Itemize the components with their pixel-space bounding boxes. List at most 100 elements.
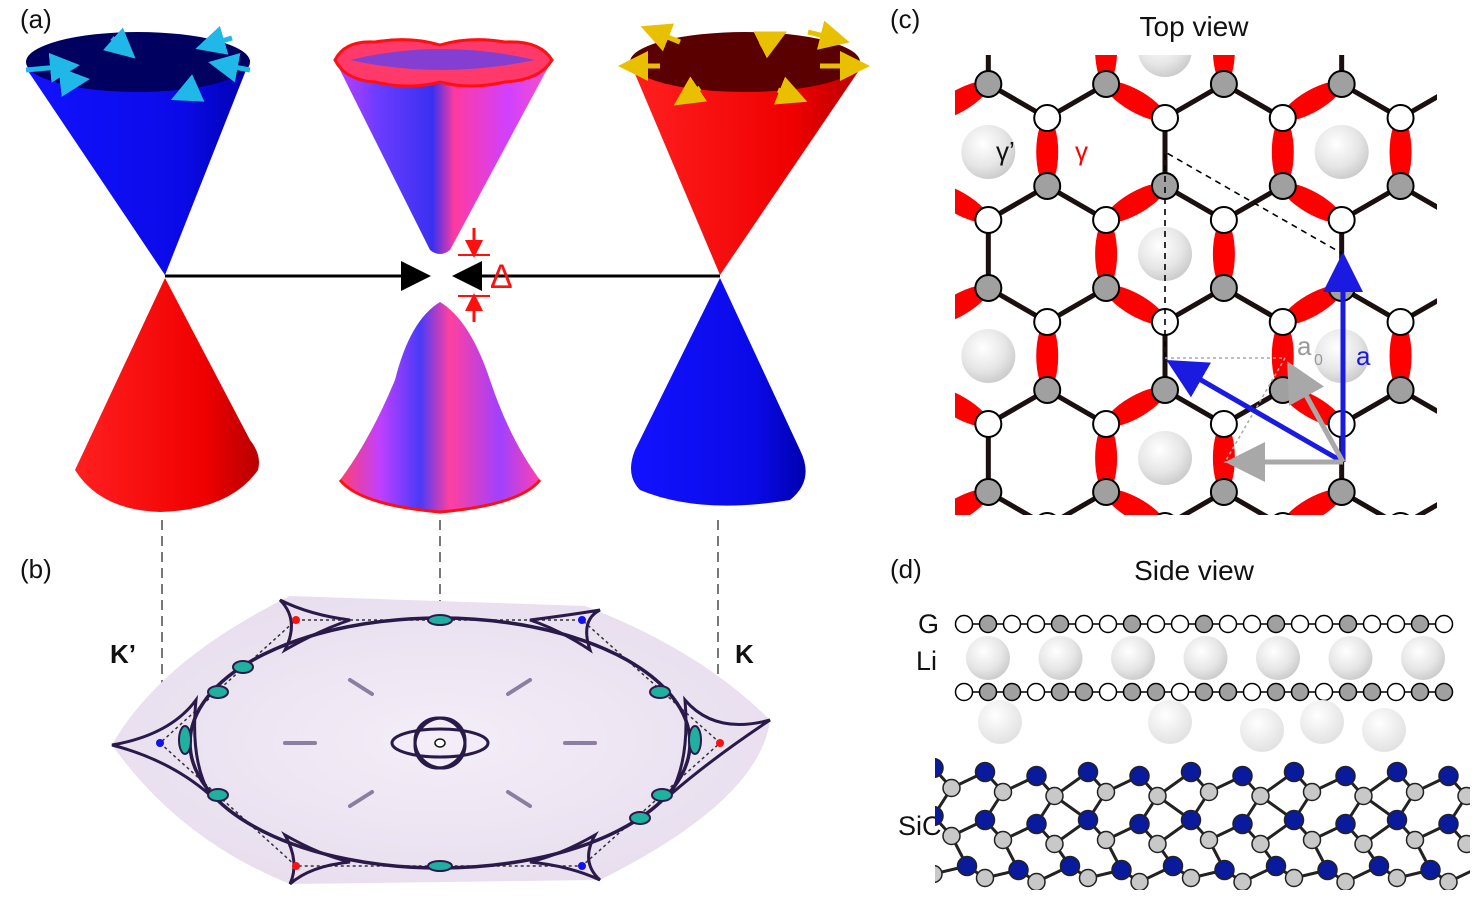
sic-substrate xyxy=(906,757,1470,890)
gamma-bond xyxy=(1282,183,1343,223)
carbon-atom-a xyxy=(916,309,942,335)
silicon-atom xyxy=(1438,765,1459,787)
graphene-atom xyxy=(1242,682,1262,702)
gamma-prime-bond xyxy=(871,492,930,526)
gamma-bond xyxy=(1454,482,1484,535)
layer-g-label: G xyxy=(918,609,939,639)
graphene-atom xyxy=(1362,614,1382,634)
gamma-bond xyxy=(1105,183,1166,223)
carbon-atom-b xyxy=(916,173,942,199)
silicon-atom xyxy=(1129,765,1150,787)
gamma-bond xyxy=(860,424,882,492)
gamma-bond xyxy=(1105,81,1166,121)
graphene-atom xyxy=(1410,682,1430,702)
graphene-atom xyxy=(954,682,974,702)
silicon-atom xyxy=(1368,855,1390,877)
gamma-prime-bond xyxy=(871,288,930,322)
graphene-atom xyxy=(978,682,998,702)
carbon-atom-a xyxy=(858,207,884,233)
silicon-atom xyxy=(1265,855,1287,877)
carbon-atom-a xyxy=(1446,411,1472,437)
graphene-atom xyxy=(1434,682,1454,702)
intensity-hotspots xyxy=(178,614,702,872)
gamma-bond xyxy=(1389,322,1412,390)
graphene-atom xyxy=(1098,682,1118,702)
gamma-bond xyxy=(1212,55,1235,84)
carbon-layer xyxy=(858,3,1472,515)
carbon-sub-atom xyxy=(1199,782,1219,802)
gamma-bond xyxy=(1272,526,1294,594)
carbon-sub-atom xyxy=(1199,830,1219,850)
panel-a-label: (a) xyxy=(20,4,52,34)
spin-arrows-cyan xyxy=(25,25,251,102)
lithium-atom xyxy=(961,125,1016,179)
graphene-atom xyxy=(1146,682,1166,702)
lithium-intercalant xyxy=(1328,636,1373,680)
carbon-atom-a xyxy=(1446,3,1472,29)
silicon-atom xyxy=(1232,765,1253,787)
silicon-atom xyxy=(1283,761,1305,783)
carbon-atom-a xyxy=(1268,104,1297,132)
silicon-atom xyxy=(1335,813,1356,835)
upper-gapped-cone xyxy=(335,44,552,254)
carbon-sub-atom xyxy=(1045,786,1064,806)
layer-sic-label: SiC xyxy=(898,811,942,841)
panel-d-title: Side view xyxy=(1134,555,1255,586)
gamma-bond xyxy=(1454,176,1484,229)
lithium-intercalant xyxy=(1256,636,1300,680)
graphene-atom xyxy=(954,614,974,634)
side-view-structure xyxy=(906,614,1470,890)
gamma-bond xyxy=(1448,424,1470,492)
silicon-atom xyxy=(906,853,925,872)
graphene-atom xyxy=(1122,614,1142,634)
carbon-sub-atom xyxy=(942,778,961,798)
graphene-atom xyxy=(1074,614,1094,634)
gamma-bond xyxy=(1105,285,1166,325)
silicon-atom xyxy=(935,757,944,779)
gamma-contour xyxy=(390,716,490,770)
silicon-atom xyxy=(1077,761,1099,783)
valley-points xyxy=(156,616,724,870)
lithium-buffer-atom xyxy=(978,700,1022,744)
gamma-bond xyxy=(924,0,994,26)
silicon-atom xyxy=(1129,813,1150,835)
carbon-atom-a xyxy=(1274,512,1292,515)
gamma-bond xyxy=(1095,55,1118,84)
panel-a: (a) xyxy=(20,4,870,742)
carbon-sub-atom xyxy=(1336,872,1355,890)
carbon-atom-a xyxy=(1209,410,1238,438)
gamma-bond xyxy=(1282,285,1343,325)
lithium-atom xyxy=(1315,533,1369,587)
carbon-atom-a xyxy=(1386,104,1415,132)
gamma-bond xyxy=(1036,322,1059,390)
lithium-intercalant xyxy=(1111,636,1155,680)
lithium-buffer-atom xyxy=(1240,708,1284,752)
gamma-bond xyxy=(1036,526,1058,594)
carbon-atom-b xyxy=(974,70,1003,98)
carbon-atom-b xyxy=(974,478,1003,506)
lithium-buffer-atom xyxy=(1148,700,1192,744)
carbon-sub-atom xyxy=(1027,872,1046,890)
panel-d-label: (d) xyxy=(890,554,922,584)
gamma-prime-bond xyxy=(1401,0,1460,16)
unit-cell-annotations: a 0 a γ’ γ xyxy=(996,136,1371,482)
gamma-bond xyxy=(1390,526,1412,594)
carbon-sub-atom xyxy=(993,782,1013,802)
silicon-atom xyxy=(1335,765,1356,787)
carbon-atom-b xyxy=(1386,376,1415,404)
gamma-bond xyxy=(1454,0,1484,26)
carbon-atom-b xyxy=(1386,172,1415,200)
gamma-bond xyxy=(1282,489,1343,515)
gamma-bond xyxy=(955,387,989,427)
silicon-atom xyxy=(1232,813,1253,835)
carbon-atom-a xyxy=(1329,3,1355,29)
gamma-bond xyxy=(1277,584,1347,637)
a0-label: a xyxy=(1297,331,1312,361)
silicon-atom xyxy=(1420,859,1441,881)
carbon-atom-a xyxy=(1033,308,1062,336)
graphene-atom xyxy=(1266,614,1286,634)
silicon-atom xyxy=(1026,765,1047,787)
carbon-atom-b xyxy=(1446,479,1472,505)
gamma-bond xyxy=(955,81,989,121)
